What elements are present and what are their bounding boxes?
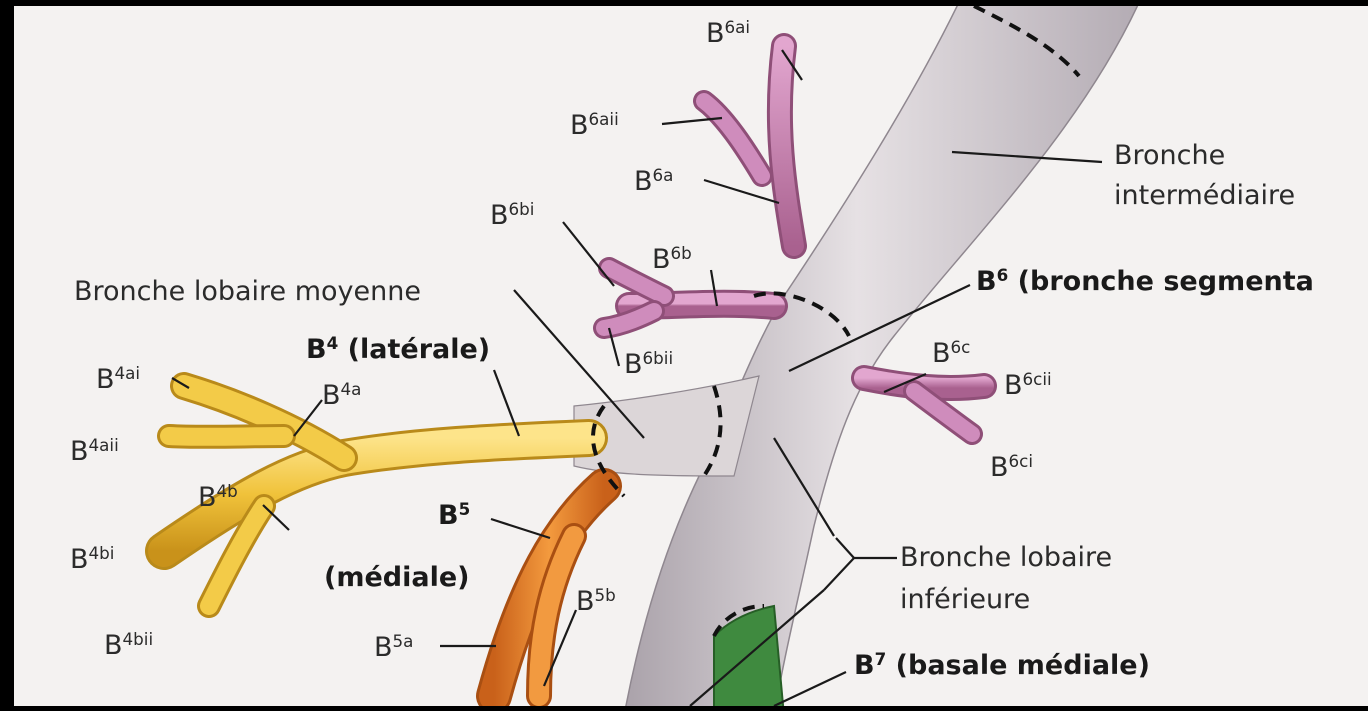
label-b4-laterale: B4 (latérale) xyxy=(306,336,490,363)
label-b4bii: B4bii xyxy=(104,632,153,659)
label-b6a: B6a xyxy=(634,168,673,195)
label-b5: B5 xyxy=(438,502,470,529)
label-bronche-lobaire-moyenne: Bronche lobaire moyenne xyxy=(74,278,421,305)
label-bronche-intermediaire-line2: intermédiaire xyxy=(1114,182,1295,209)
label-b4bi: B4bi xyxy=(70,546,114,573)
label-b6-segmentaire: B6 (bronche segmenta xyxy=(976,268,1314,295)
label-bronche-lobaire-inferieure-line2: inférieure xyxy=(900,586,1030,613)
label-b4aii: B4aii xyxy=(70,438,119,465)
label-b6b: B6b xyxy=(652,246,692,273)
label-b5-mediale: (médiale) xyxy=(324,564,470,591)
label-b5a: B5a xyxy=(374,634,413,661)
label-b4b: B4b xyxy=(198,484,238,511)
label-b7-basale-mediale: B7 (basale médiale) xyxy=(854,652,1150,679)
label-b4a: B4a xyxy=(322,382,361,409)
label-bronche-intermediaire-line1: Bronche xyxy=(1114,142,1225,169)
label-b6c: B6c xyxy=(932,340,970,367)
illustration-panel: B6ai B6aii B6a B6bi B6b B6bii B6c B6cii … xyxy=(14,6,1368,706)
label-b6ai: B6ai xyxy=(706,20,750,47)
label-b6bii: B6bii xyxy=(624,351,673,378)
label-b6bi: B6bi xyxy=(490,202,534,229)
label-b6ci: B6ci xyxy=(990,454,1033,481)
label-b6cii: B6cii xyxy=(1004,372,1052,399)
bronchial-tree-illustration xyxy=(14,6,1368,706)
label-b5b: B5b xyxy=(576,588,616,615)
label-bronche-lobaire-inferieure-line1: Bronche lobaire xyxy=(900,544,1112,571)
label-b6aii: B6aii xyxy=(570,112,619,139)
label-b4ai: B4ai xyxy=(96,366,140,393)
